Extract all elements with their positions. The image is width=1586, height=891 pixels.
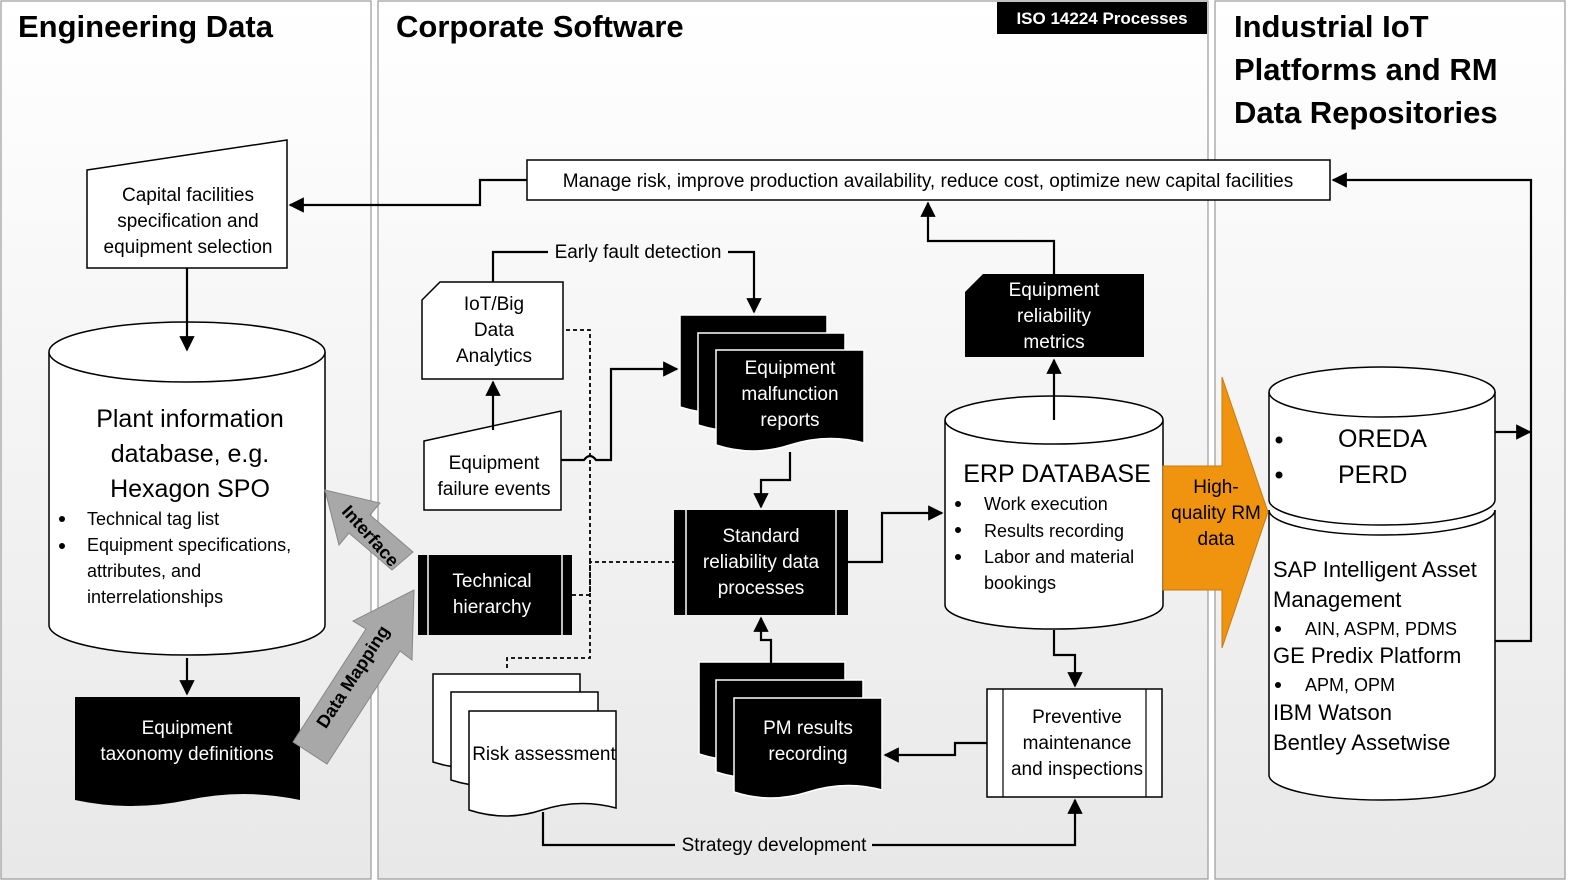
edge-metrics-to-goal (920, 201, 1056, 274)
edge-goal-to-capital (288, 178, 527, 213)
repo-item: GE Predix Platform (1273, 643, 1461, 668)
repo-item: Management (1273, 587, 1401, 612)
tech-hierarchy-line-1: Technical (452, 571, 531, 592)
plant-db-bullet-1: Technical tag list (87, 509, 219, 529)
iso-badge (997, 2, 1207, 34)
plant-database-node: Plant information database, e.g. Hexagon… (48, 321, 326, 656)
standard-line-3: processes (718, 578, 805, 599)
malfunction-reports-node: Equipment malfunction reports (679, 314, 865, 452)
taxonomy-node: Equipment taxonomy definitions (75, 697, 300, 806)
plant-db-bullet-cont-1: attributes, and (87, 561, 201, 581)
erp-bullet-cont-1: bookings (984, 573, 1056, 593)
high-quality-line-2: quality RM (1171, 503, 1261, 524)
panel-title-corporate: Corporate Software (396, 9, 684, 44)
edge-early-fault-b (728, 250, 762, 314)
repo-bullet-dot (1275, 682, 1281, 688)
repo-perd: PERD (1338, 461, 1407, 489)
plant-db-bullet-cont-2: interrelationships (87, 587, 223, 607)
malfunction-line-2: malfunction (741, 384, 838, 405)
iot-line-1: IoT/Big (464, 294, 524, 315)
edge-erp-to-preventive (1052, 630, 1083, 688)
goal-box: Manage risk, improve production availabi… (526, 159, 1331, 201)
failure-line-2: failure events (437, 479, 550, 500)
edge-dashed-iot-risk (506, 329, 591, 671)
repository-node: OREDA PERD SAP Intelligent AssetManageme… (1268, 366, 1496, 801)
edge-failure-to-malfunction (561, 361, 679, 462)
metrics-line-3: metrics (1023, 332, 1084, 353)
edge-repo-to-goal (1331, 172, 1533, 643)
pm-results-node: PM results recording (698, 661, 883, 799)
standard-line-1: Standard (722, 526, 799, 547)
panel-title-engineering: Engineering Data (18, 9, 274, 44)
preventive-line-1: Preventive (1032, 707, 1122, 728)
preventive-line-2: maintenance (1023, 733, 1132, 754)
reliability-metrics-node: Equipment reliability metrics (965, 274, 1144, 357)
edge-strategy-b (872, 798, 1083, 847)
edge-malfunction-to-standard (753, 452, 792, 509)
plant-db-bullet-2: Equipment specifications, (87, 535, 291, 555)
plant-db-title-1: Plant information (96, 405, 284, 433)
edge-pm-to-standard (753, 616, 773, 663)
goal-label: Manage risk, improve production availabi… (563, 171, 1293, 192)
risk-assessment-node: Risk assessment (432, 673, 617, 817)
risk-label: Risk assessment (472, 744, 616, 765)
capital-line-3: equipment selection (104, 237, 273, 258)
high-quality-arrow: High- quality RM data (1162, 376, 1269, 649)
metrics-line-1: Equipment (1009, 280, 1101, 301)
panel-title-iiot-1: Industrial IoT (1234, 9, 1429, 44)
panel-title-iiot-3: Data Repositories (1234, 95, 1498, 130)
repo-item: APM, OPM (1305, 675, 1395, 695)
pm-results-line-2: recording (768, 744, 847, 765)
standard-processes-node: Standard reliability data processes (674, 510, 848, 615)
taxonomy-line-1: Equipment (142, 718, 234, 739)
standard-line-2: reliability data (703, 552, 820, 573)
repo-item: AIN, ASPM, PDMS (1305, 619, 1457, 639)
plant-db-title-3: Hexagon SPO (110, 475, 270, 503)
pm-results-line-1: PM results (763, 718, 853, 739)
repo-bullet-dot (1275, 626, 1281, 632)
capital-facilities-node: Capital facilities specification and equ… (86, 139, 288, 269)
preventive-line-3: and inspections (1011, 759, 1143, 780)
connectors: Early fault detection Strategy developme… (179, 172, 1533, 856)
tech-hierarchy-line-2: hierarchy (453, 597, 532, 618)
failure-events-node: Equipment failure events (423, 410, 562, 511)
early-fault-label: Early fault detection (555, 242, 722, 263)
edge-standard-to-erp (848, 505, 944, 564)
edge-early-fault-a (491, 250, 548, 282)
repo-item: IBM Watson (1273, 700, 1392, 725)
panel-title-iiot-2: Platforms and RM (1234, 52, 1498, 87)
malfunction-line-1: Equipment (745, 358, 837, 379)
taxonomy-line-2: taxonomy definitions (100, 744, 273, 765)
iot-line-3: Analytics (456, 346, 532, 367)
repo-oreda: OREDA (1338, 425, 1427, 453)
capital-line-2: specification and (117, 211, 259, 232)
high-quality-line-3: data (1198, 529, 1235, 550)
edge-strategy-a (541, 812, 675, 847)
preventive-node: Preventive maintenance and inspections (986, 688, 1163, 798)
iso-badge-label: ISO 14224 Processes (1016, 9, 1187, 28)
erp-bullet-2: Results recording (984, 521, 1124, 541)
metrics-line-2: reliability (1017, 306, 1091, 327)
erp-database-node: ERP DATABASE Work execution Results reco… (944, 395, 1164, 630)
erp-bullet-3: Labor and material (984, 547, 1134, 567)
iot-line-2: Data (474, 320, 515, 341)
repo-item: Bentley Assetwise (1273, 730, 1450, 755)
technical-hierarchy-node: Technical hierarchy (418, 555, 572, 635)
erp-bullet-1: Work execution (984, 494, 1108, 514)
plant-db-title-2: database, e.g. (111, 440, 269, 468)
malfunction-line-3: reports (760, 410, 819, 431)
edge-dashed-hierarchy-standard (572, 561, 674, 596)
iot-analytics-node: IoT/Big Data Analytics (421, 281, 564, 380)
strategy-label: Strategy development (682, 835, 868, 856)
repo-item: SAP Intelligent Asset (1273, 557, 1477, 582)
erp-title: ERP DATABASE (963, 460, 1151, 488)
failure-line-1: Equipment (449, 453, 541, 474)
edge-preventive-to-pm (883, 741, 987, 763)
capital-line-1: Capital facilities (122, 185, 254, 206)
high-quality-line-1: High- (1193, 477, 1238, 498)
